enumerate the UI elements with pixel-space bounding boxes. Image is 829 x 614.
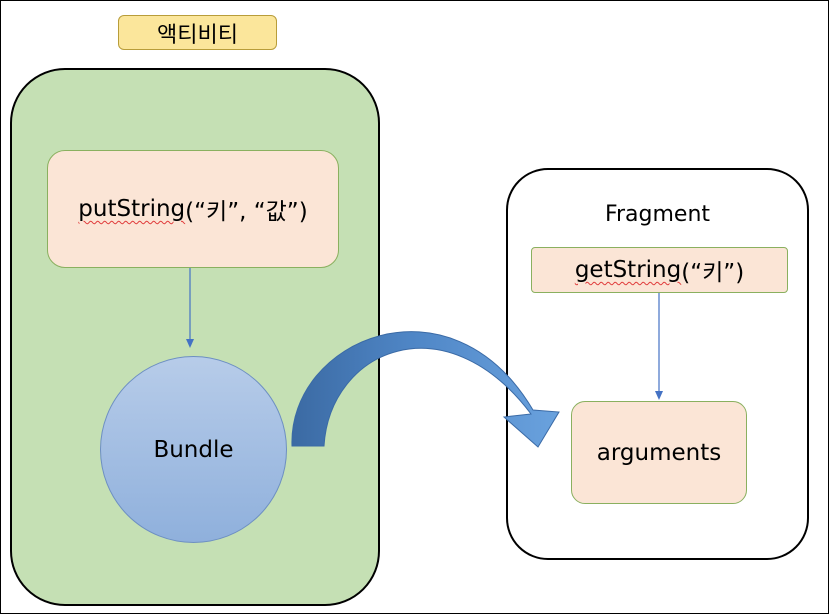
bundle-to-fragment-arrow xyxy=(291,331,560,448)
put-string-method: putString xyxy=(78,196,186,222)
activity-label: 액티비티 xyxy=(118,15,277,50)
bundle-circle: Bundle xyxy=(100,356,287,543)
put-string-box: putString(“키”, “값”) xyxy=(47,150,339,268)
put-string-args: (“키”, “값”) xyxy=(185,199,308,225)
put-to-bundle-connector xyxy=(186,268,194,348)
arguments-box: arguments xyxy=(571,401,747,504)
arguments-label: arguments xyxy=(596,439,722,466)
get-to-arguments-connector xyxy=(655,293,663,400)
get-string-method: getString xyxy=(574,257,682,283)
get-string-args: (“키”) xyxy=(681,260,745,286)
bundle-label: Bundle xyxy=(153,436,234,463)
fragment-title: Fragment xyxy=(604,202,711,227)
get-string-box: getString(“키”) xyxy=(531,247,788,293)
